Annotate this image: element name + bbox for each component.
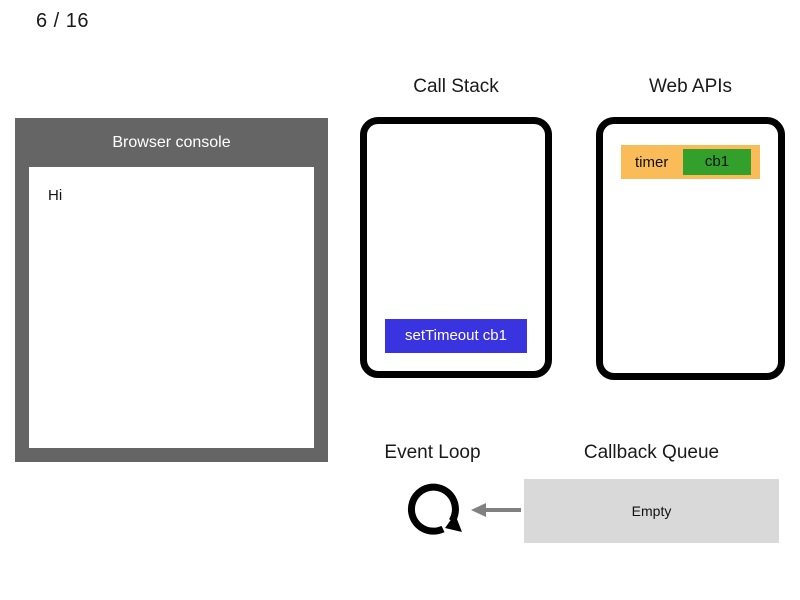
browser-console-panel: Browser console Hi xyxy=(15,118,328,462)
event-loop-title: Event Loop xyxy=(384,442,481,463)
slide-counter: 6 / 16 xyxy=(36,10,90,32)
web-api-row-timer: timer cb1 xyxy=(621,145,760,179)
arrow-left-icon xyxy=(471,503,521,517)
web-apis-rows: timer cb1 xyxy=(610,131,771,179)
web-api-callback-chip: cb1 xyxy=(683,149,751,175)
web-apis-title: Web APIs xyxy=(648,76,733,97)
browser-console-title: Browser console xyxy=(112,134,231,151)
callback-queue-box: Empty xyxy=(524,479,779,543)
callback-queue-status: Empty xyxy=(631,503,672,519)
web-apis-box: timer cb1 xyxy=(596,117,785,380)
web-api-row-label: timer xyxy=(635,153,669,171)
call-stack-box: setTimeout cb1 xyxy=(360,117,552,378)
console-log-line: Hi xyxy=(48,187,63,204)
call-stack-frames: setTimeout cb1 xyxy=(374,319,538,364)
call-stack-frame: setTimeout cb1 xyxy=(385,319,527,353)
callback-queue-title: Callback Queue xyxy=(583,442,720,463)
circular-arrow-icon xyxy=(407,483,462,535)
call-stack-title: Call Stack xyxy=(413,76,499,97)
browser-console-output: Hi xyxy=(29,167,314,448)
